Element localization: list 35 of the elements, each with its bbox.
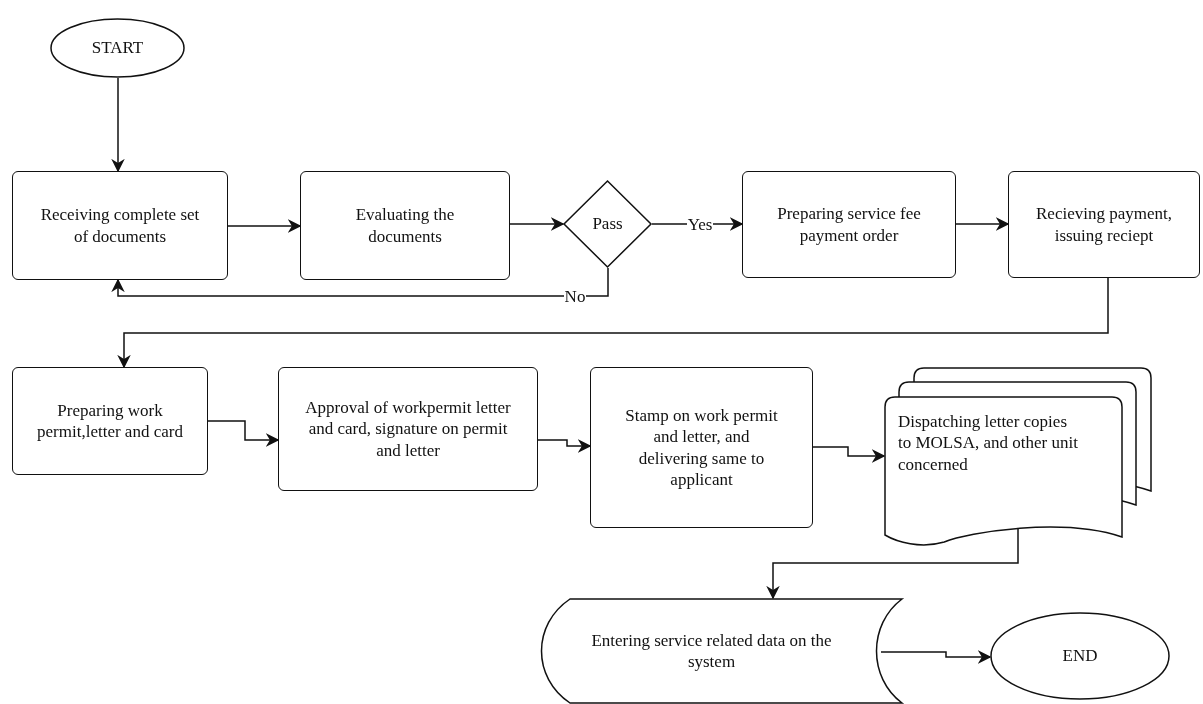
step-label: Recieving payment, issuing reciept	[1035, 203, 1173, 246]
arrow	[880, 650, 992, 664]
arrow	[509, 217, 565, 231]
step-label: Approval of workpermit letter and card, signature on permit and letter	[304, 397, 512, 461]
process-box	[1008, 171, 1200, 278]
process-box	[742, 171, 956, 278]
step-label: Evaluating the documents	[354, 204, 456, 247]
arrow	[766, 527, 1019, 600]
process-box	[278, 367, 538, 491]
step-label: Preparing work permit,letter and card	[36, 399, 184, 443]
multi-document-shape	[884, 367, 1152, 548]
step-label: Dispatching letter copies to MOLSA, and other unit concerned	[898, 411, 1078, 475]
step-label: Receiving complete set of documents	[39, 204, 201, 247]
arrow	[955, 217, 1010, 231]
end-terminal	[990, 612, 1170, 700]
step-label: Entering service related data on the system	[590, 629, 833, 673]
arrow	[227, 219, 302, 233]
decision-diamond	[563, 180, 652, 268]
process-box	[590, 367, 813, 528]
stored-data-shape	[540, 598, 903, 704]
process-box	[12, 171, 228, 280]
process-box	[300, 171, 510, 280]
step-label: START	[91, 37, 144, 59]
arrow	[207, 420, 280, 447]
arrow	[812, 446, 886, 463]
step-label: Stamp on work permit and letter, and delivering same to applicant	[624, 405, 779, 490]
arrow	[117, 277, 1109, 369]
arrow	[111, 267, 609, 297]
step-label: Pass	[592, 213, 623, 235]
step-label: Preparing service fee payment order	[776, 203, 922, 246]
process-box	[12, 367, 208, 475]
arrow	[111, 77, 125, 173]
start-terminal	[50, 18, 185, 78]
step-label: END	[1062, 645, 1098, 667]
arrow	[537, 439, 592, 453]
